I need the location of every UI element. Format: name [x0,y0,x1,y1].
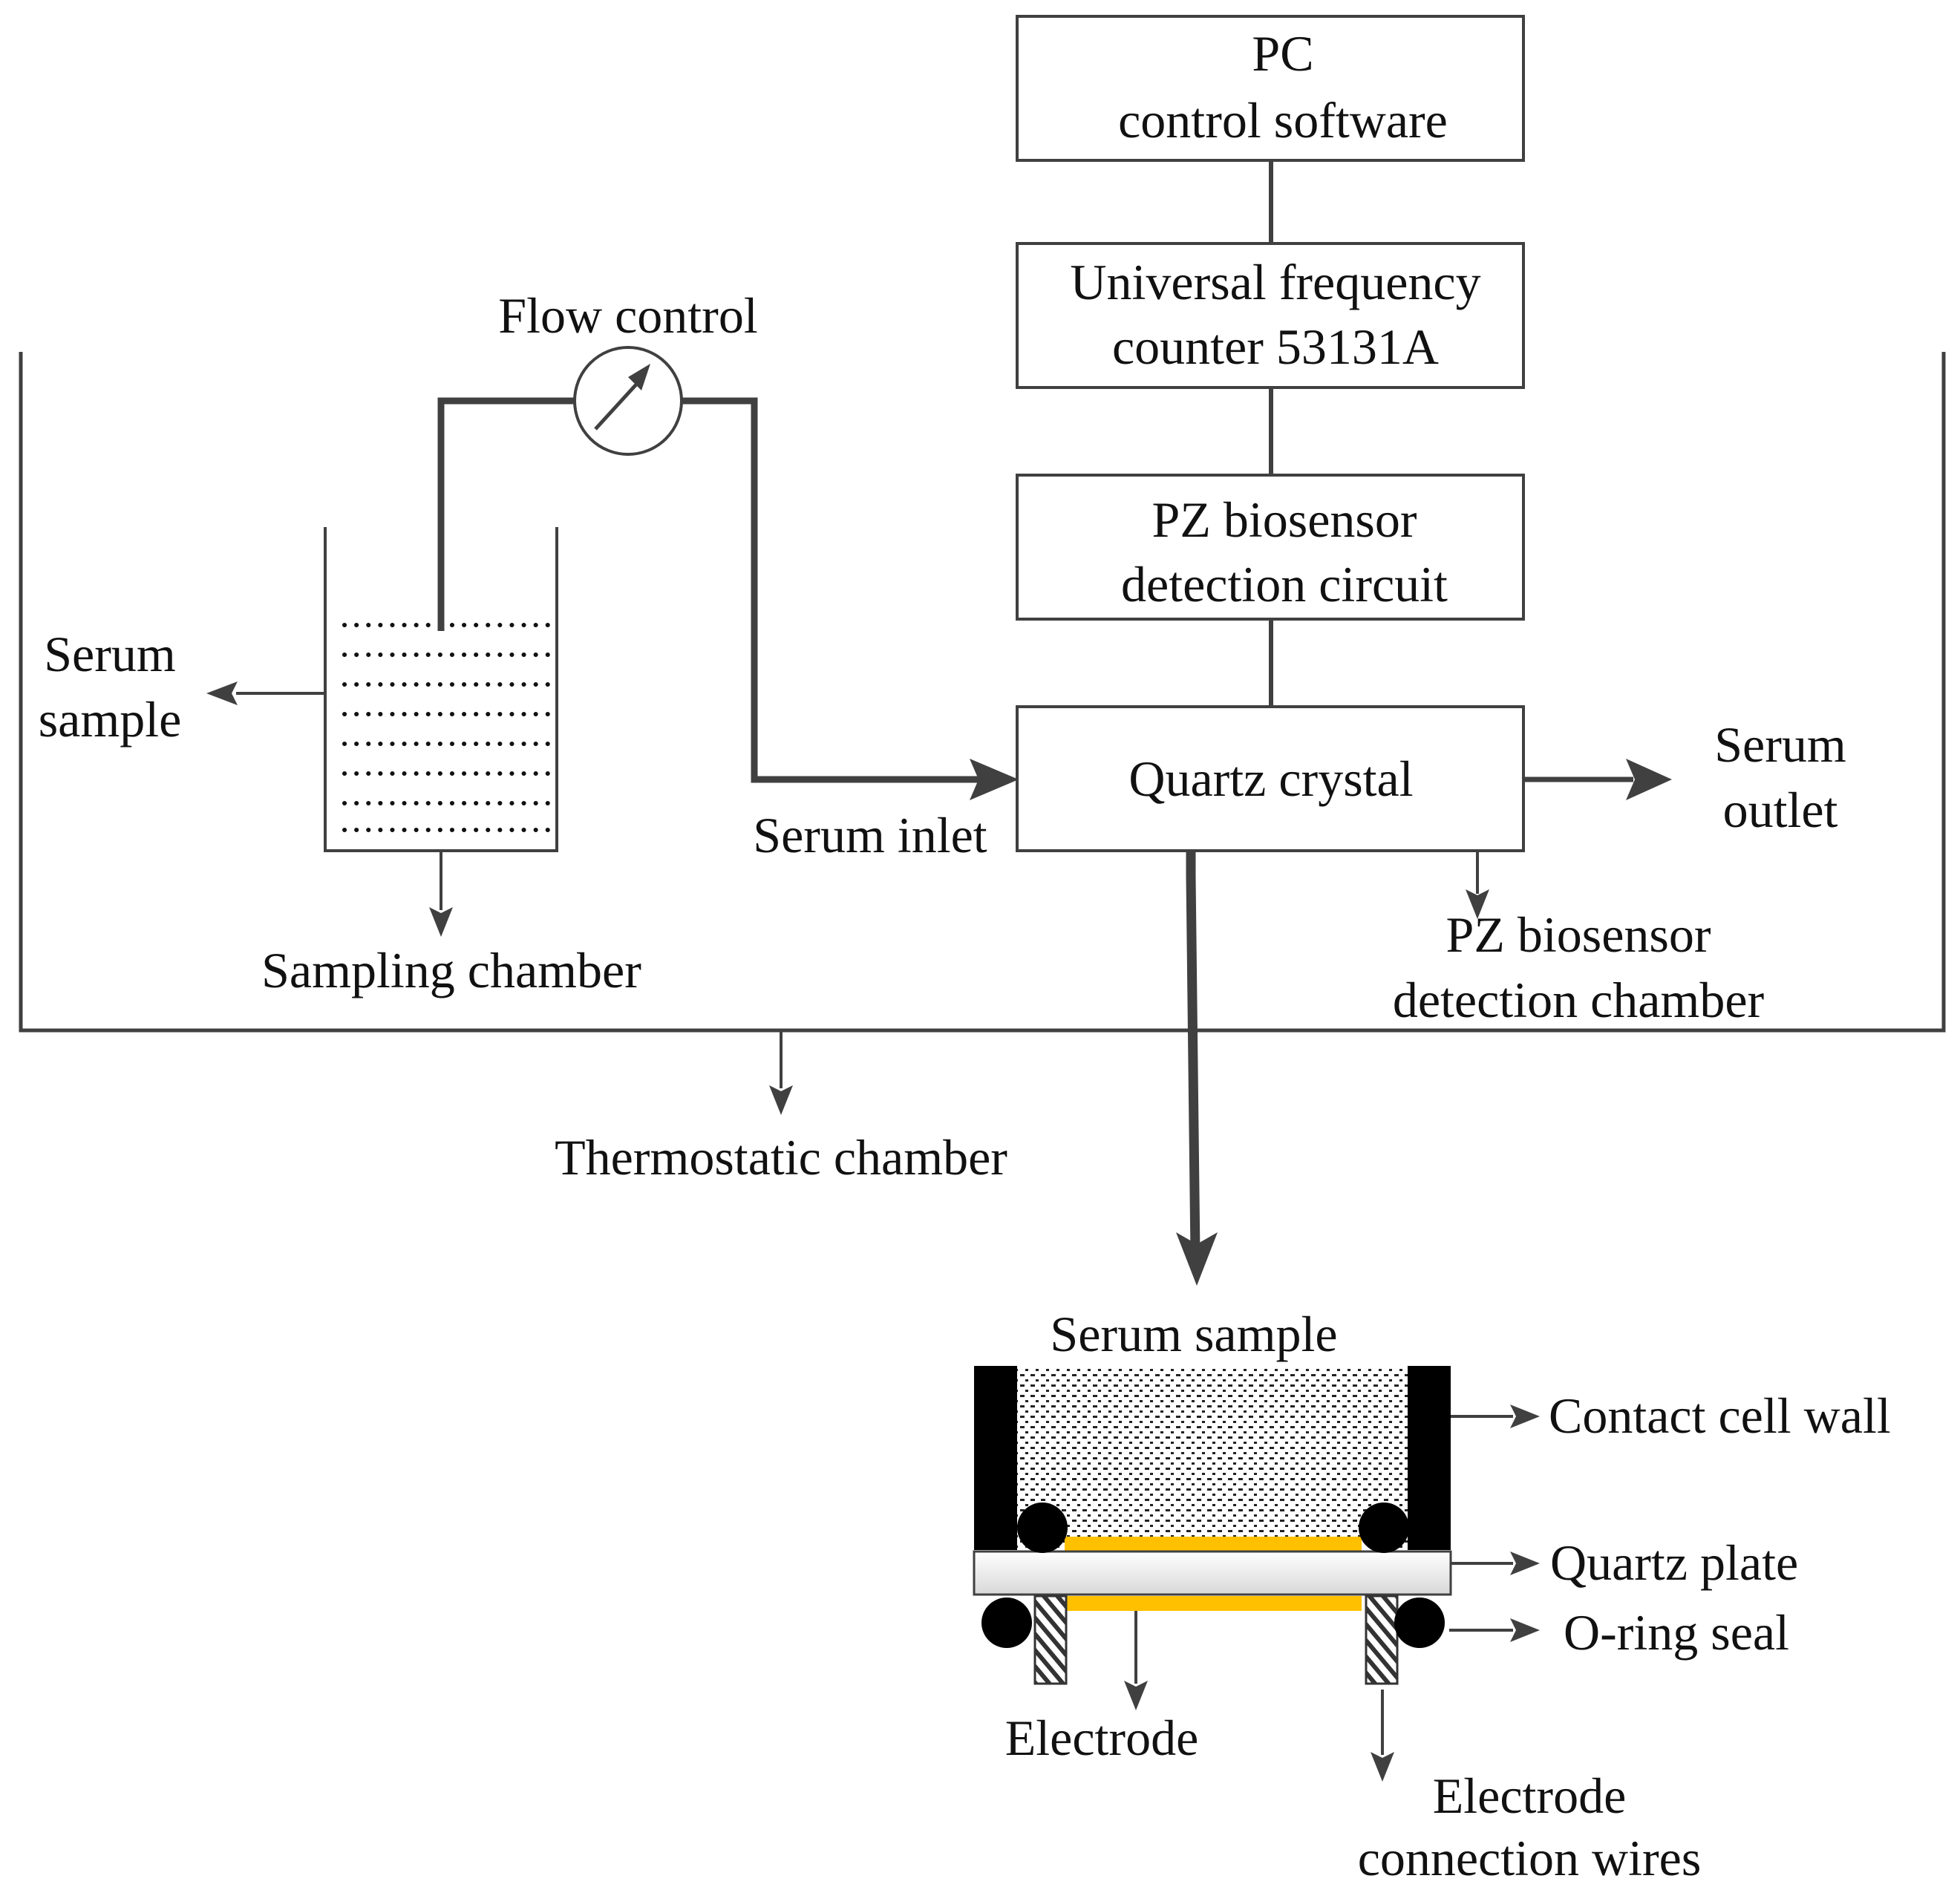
cell-serum-sample-label: Serum sample [1050,1306,1337,1362]
flow-tube-right [682,397,980,783]
quartz-plate-label: Quartz plate [1550,1534,1798,1591]
o-ring-top-left [1017,1502,1068,1553]
frequency-counter-box: Universal frequency counter 53131A [1016,242,1525,389]
detection-circuit-box: PZ biosensor detection circuit [1016,474,1525,621]
pc-box: PC control software [1016,15,1525,162]
pc-box-line1: PC [1252,25,1313,82]
serum-sample-label-line2: sample [39,691,182,748]
detection-circuit-line1: PZ biosensor [1152,491,1417,548]
quartz-plate [973,1550,1452,1596]
serum-outlet-label-line2: outlet [1723,782,1838,838]
electrode-bottom [1065,1596,1362,1611]
frequency-counter-line1: Universal frequency [1070,254,1480,310]
contact-cell-wall-label: Contact cell wall [1549,1387,1891,1444]
serum-inlet-label: Serum inlet [753,807,987,863]
quartz-crystal-label: Quartz crystal [1128,751,1413,807]
label-arrows [206,681,1672,1782]
contact-cell [973,1366,1452,1685]
o-ring-top-right [1359,1502,1409,1553]
pc-box-line2: control software [1118,92,1448,148]
o-ring-seal-label: O-ring seal [1564,1604,1789,1661]
flow-control-gauge [573,346,683,456]
frequency-counter-line2: counter 53131A [1112,318,1439,375]
wire-left [1033,1595,1068,1685]
electrode-wires-label-line2: connection wires [1358,1830,1702,1886]
serum-inlet-arrowhead [970,759,1019,800]
sampling-chamber-label: Sampling chamber [261,942,641,998]
wire-right [1365,1595,1399,1685]
detection-chamber-label-line1: PZ biosensor [1446,906,1711,963]
cell-wall-right [1408,1366,1451,1550]
electrode-label: Electrode [1005,1710,1199,1766]
thermostatic-chamber-outline [19,352,1946,1033]
detection-chamber-label-line2: detection chamber [1393,972,1765,1028]
quartz-crystal-box: Quartz crystal [1016,705,1525,852]
o-ring-bottom-left [981,1598,1032,1648]
serum-outlet-label-line1: Serum [1714,716,1846,773]
thermostatic-chamber-label: Thermostatic chamber [555,1129,1007,1186]
cell-wall-left [974,1366,1017,1550]
detection-circuit-line2: detection circuit [1121,556,1448,612]
flow-control-label: Flow control [498,287,757,344]
crystal-to-cell-arrow [1176,851,1218,1286]
serum-sample-dots [342,623,552,832]
serum-sample-fill [1017,1366,1408,1550]
electrode-wires-label-line1: Electrode [1433,1768,1627,1824]
serum-sample-label-line1: Serum [44,626,176,682]
o-ring-bottom-right [1394,1598,1445,1648]
electrode-top [1065,1537,1362,1551]
flow-tube-left [437,397,575,631]
